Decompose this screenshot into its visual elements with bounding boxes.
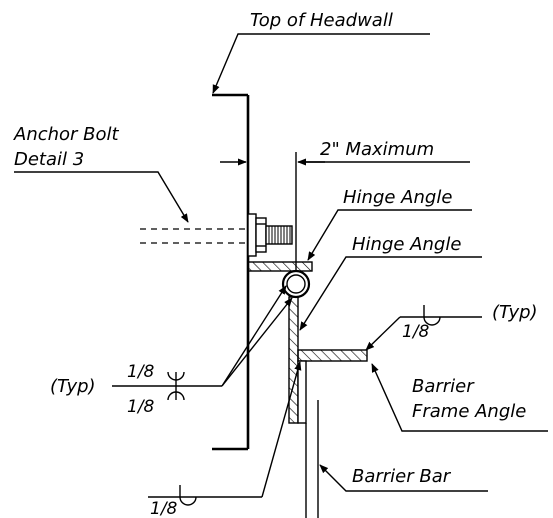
anchor-bolt-label-line1: Anchor Bolt [13, 124, 120, 145]
hinge-angle-upper-label: Hinge Angle [343, 187, 452, 208]
anchor-bolt-leader [14, 171, 189, 223]
typ-right-label: (Typ) [492, 302, 538, 323]
barrier-bar [305, 400, 319, 518]
hinge-angle-lower-label: Hinge Angle [352, 234, 461, 255]
barrier-frame-leader [371, 363, 548, 432]
barrier-bar-label: Barrier Bar [352, 466, 452, 487]
two-inch-dimension [220, 152, 470, 270]
anchor-bolt [140, 213, 293, 257]
headwall [212, 93, 250, 451]
typ-left-label: (Typ) [50, 376, 96, 397]
weld-fraction-left-bottom: 1/8 [127, 397, 155, 417]
top-of-headwall-label: Top of Headwall [250, 10, 393, 31]
hinge-angle-upper-leader [307, 209, 472, 261]
anchor-bolt-label-line2: Detail 3 [14, 149, 84, 170]
top-of-headwall-leader [212, 33, 430, 94]
lower-hinge-angle [288, 296, 299, 424]
weld-symbol-right [365, 305, 482, 351]
hinge-pin [281, 269, 311, 299]
barrier-frame-label-line2: Frame Angle [412, 401, 526, 422]
barrier-bar-leader [319, 464, 488, 492]
upper-hinge-angle [247, 261, 313, 272]
two-inch-maximum-label: 2" Maximum [320, 139, 434, 160]
hinge-angle-lower-leader [299, 256, 482, 331]
barrier-frame-angle [297, 349, 368, 424]
weld-symbol-left [112, 285, 293, 401]
weld-fraction-right: 1/8 [402, 322, 430, 342]
barrier-frame-label-line1: Barrier [412, 376, 475, 397]
weld-symbol-bottom [148, 361, 302, 506]
weld-fraction-bottom: 1/8 [150, 499, 178, 518]
weld-fraction-left-top: 1/8 [127, 362, 155, 382]
